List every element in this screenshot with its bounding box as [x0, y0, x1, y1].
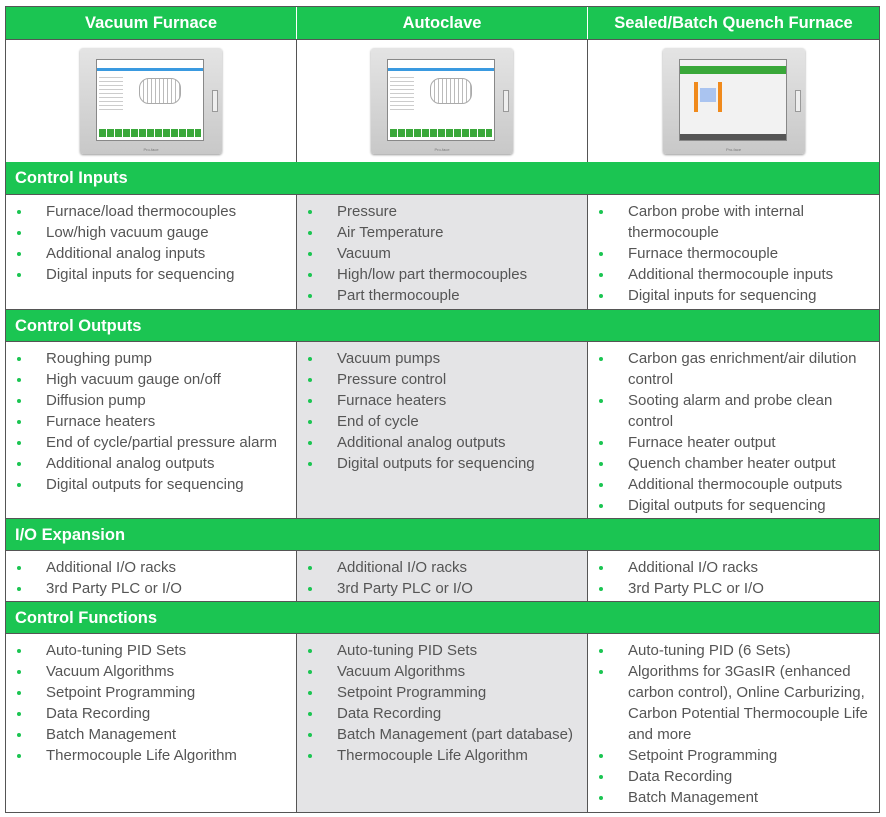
hmi-panel-image: Pro-face	[662, 48, 805, 154]
list-item: Digital outputs for sequencing	[588, 495, 873, 516]
list-item: Thermocouple Life Algorithm	[297, 745, 582, 766]
list-item: Quench chamber heater output	[588, 453, 873, 474]
hmi-panel-image: Pro-face	[371, 48, 513, 154]
list-item: High vacuum gauge on/off	[6, 369, 291, 390]
list-item: End of cycle/partial pressure alarm	[6, 432, 291, 453]
list-item: Digital outputs for sequencing	[6, 474, 291, 495]
list-item: Furnace thermocouple	[588, 243, 873, 264]
column-header-autoclave: Autoclave	[296, 7, 587, 39]
list-item: Additional I/O racks	[588, 557, 873, 578]
list-item: Part thermocouple	[297, 285, 582, 306]
section-header: Control Inputs	[6, 162, 879, 194]
list-item: End of cycle	[297, 411, 582, 432]
list-item: Vacuum	[297, 243, 582, 264]
list-item: Furnace heaters	[6, 411, 291, 432]
section-cell: Carbon gas enrichment/air dilution contr…	[587, 342, 879, 518]
list-item: 3rd Party PLC or I/O	[588, 578, 873, 599]
list-item: Thermocouple Life Algorithm	[6, 745, 291, 766]
list-item: Batch Management	[6, 724, 291, 745]
list-item: Additional thermocouple outputs	[588, 474, 873, 495]
list-item: Batch Management	[588, 787, 873, 808]
list-item: Additional thermocouple inputs	[588, 264, 873, 285]
list-item: Setpoint Programming	[588, 745, 873, 766]
list-item: Roughing pump	[6, 348, 291, 369]
section-header: Control Outputs	[6, 309, 879, 341]
list-item: Sooting alarm and probe clean control	[588, 390, 873, 432]
hmi-panel-image: Pro-face	[80, 48, 222, 154]
list-item: Diffusion pump	[6, 390, 291, 411]
list-item: Furnace heaters	[297, 390, 582, 411]
list-item: Batch Management (part database)	[297, 724, 582, 745]
list-item: Digital outputs for sequencing	[297, 453, 582, 474]
list-item: Vacuum pumps	[297, 348, 582, 369]
list-item: Air Temperature	[297, 222, 582, 243]
list-item: Data Recording	[588, 766, 873, 787]
list-item: Additional I/O racks	[297, 557, 582, 578]
list-item: Pressure	[297, 201, 582, 222]
image-row: Pro-face Pro-face Pro-face	[6, 39, 879, 162]
list-item: Auto-tuning PID Sets	[297, 640, 582, 661]
list-item: Additional analog outputs	[6, 453, 291, 474]
bullet-list: Carbon gas enrichment/air dilution contr…	[588, 342, 879, 516]
section-cell: Auto-tuning PID (6 Sets)Algorithms for 3…	[587, 634, 879, 812]
list-item: Algorithms for 3GasIR (enhanced carbon c…	[588, 661, 873, 745]
list-item: Additional I/O racks	[6, 557, 291, 578]
list-item: High/low part thermocouples	[297, 264, 582, 285]
list-item: Digital inputs for sequencing	[6, 264, 291, 285]
list-item: Setpoint Programming	[6, 682, 291, 703]
list-item: Setpoint Programming	[297, 682, 582, 703]
bullet-list: Auto-tuning PID (6 Sets)Algorithms for 3…	[588, 634, 879, 808]
list-item: Low/high vacuum gauge	[6, 222, 291, 243]
list-item: Auto-tuning PID Sets	[6, 640, 291, 661]
list-item: Additional analog outputs	[297, 432, 582, 453]
list-item: Vacuum Algorithms	[297, 661, 582, 682]
list-item: Furnace heater output	[588, 432, 873, 453]
list-item: Vacuum Algorithms	[6, 661, 291, 682]
comparison-table: Vacuum Furnace Autoclave Sealed/Batch Qu…	[5, 6, 880, 813]
list-item: Pressure control	[297, 369, 582, 390]
list-item: Digital inputs for sequencing	[588, 285, 873, 306]
list-item: 3rd Party PLC or I/O	[6, 578, 291, 599]
list-item: Carbon gas enrichment/air dilution contr…	[588, 348, 873, 390]
list-item: Carbon probe with internal thermocouple	[588, 201, 873, 243]
list-item: Data Recording	[297, 703, 582, 724]
list-item: Furnace/load thermocouples	[6, 201, 291, 222]
list-item: 3rd Party PLC or I/O	[297, 578, 582, 599]
section-header: Control Functions	[6, 601, 879, 633]
column-header-row: Vacuum Furnace Autoclave Sealed/Batch Qu…	[6, 7, 879, 39]
list-item: Auto-tuning PID (6 Sets)	[588, 640, 873, 661]
list-item: Data Recording	[6, 703, 291, 724]
column-header-quench-furnace: Sealed/Batch Quench Furnace	[587, 7, 879, 39]
column-header-vacuum-furnace: Vacuum Furnace	[84, 14, 218, 32]
section-header: I/O Expansion	[6, 518, 879, 550]
list-item: Additional analog inputs	[6, 243, 291, 264]
